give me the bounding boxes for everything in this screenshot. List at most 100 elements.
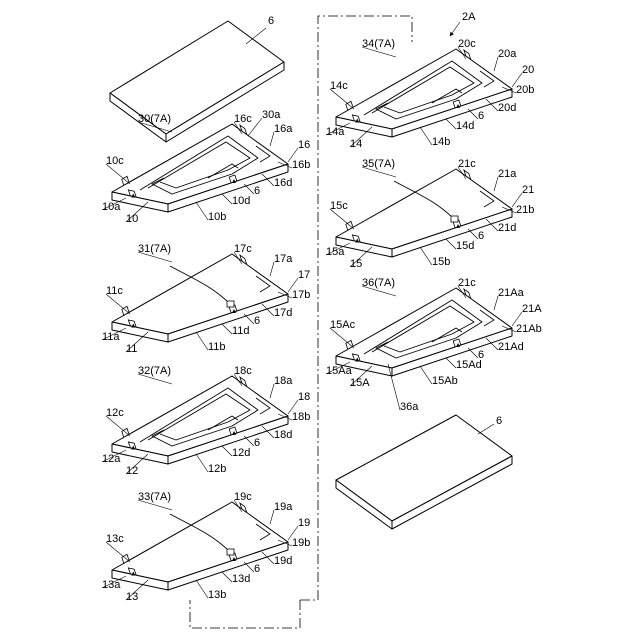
right-label: 19 xyxy=(298,517,310,529)
layer-11: 31(7A)1111c11a11b11d61717c17a17b17d xyxy=(102,243,310,355)
right-label: 21 xyxy=(522,184,534,196)
right-b-label: 21b xyxy=(516,204,534,216)
right-label: 21A xyxy=(522,303,542,315)
corner-b-label: 13b xyxy=(208,589,226,601)
right-c-label: 17c xyxy=(234,243,252,255)
via-pad xyxy=(227,301,234,307)
layer-plate xyxy=(112,124,288,204)
right-d-label: 21Ad xyxy=(498,341,524,353)
corner-b-label-leader xyxy=(420,127,432,145)
corner-c-label-leader xyxy=(106,164,130,184)
top-cover-label: 6 xyxy=(268,15,274,27)
right-c-label: 21c xyxy=(458,277,476,289)
right-a-label: 21Aa xyxy=(498,287,525,299)
layer-13: 33(7A)1313c13a13b13d61919c19a19b19d xyxy=(102,491,310,603)
layer-15A: 36(7A)15A15Ac15Aa15Ab15Ad621A21c21Aa21Ab… xyxy=(326,277,542,413)
right-a-label: 21a xyxy=(498,168,517,180)
right-label: 17 xyxy=(298,269,310,281)
bottom-cover-sheet: 6 xyxy=(336,415,512,529)
right-label: 16 xyxy=(298,139,310,151)
layer-label: 15 xyxy=(350,258,362,270)
corner-d-label-leader xyxy=(446,358,456,368)
layer-plate xyxy=(112,502,288,582)
coil-label: 31(7A) xyxy=(138,243,171,255)
corner-b-label-leader xyxy=(196,454,208,472)
coil-label: 35(7A) xyxy=(362,158,395,170)
right-d-label: 16d xyxy=(274,177,292,189)
corner-d-label-leader xyxy=(222,572,232,582)
right-d-label: 20d xyxy=(498,102,516,114)
right-a-label: 20a xyxy=(498,48,517,60)
right-b-label: 16b xyxy=(292,159,310,171)
layer-plate xyxy=(336,288,512,368)
corner-b-label-leader xyxy=(420,366,432,384)
right-d-label: 21d xyxy=(498,222,516,234)
right-b-label: 17b xyxy=(292,289,310,301)
corner-c-label: 15c xyxy=(330,200,348,212)
coil-label: 30(7A) xyxy=(138,113,171,125)
right-b-label: 18b xyxy=(292,411,310,423)
layer-15: 35(7A) 15 15c 15a 15b 15d 6 21 21c 21a 21b21d xyxy=(326,158,534,270)
layer-label: 10 xyxy=(126,213,138,225)
coil-label: 34(7A) xyxy=(362,38,395,50)
layer-label: 15A xyxy=(350,377,370,389)
layer-10: 30(7A)1010c10a10b10d61616c16a16b16d30a xyxy=(102,109,310,225)
layer-plate xyxy=(336,169,512,249)
right-c-label: 20c xyxy=(458,38,476,50)
corner-a-label: 15a xyxy=(326,246,345,258)
layer-label: 13 xyxy=(126,591,138,603)
six-label: 6 xyxy=(254,315,260,327)
via-pad xyxy=(227,549,234,555)
corner-b-label: 15Ab xyxy=(432,375,458,387)
figure-ref-arrow xyxy=(450,22,460,36)
right-c-label: 21c xyxy=(458,158,476,170)
coil-label: 36(7A) xyxy=(362,277,395,289)
corner-d-label-leader xyxy=(222,324,232,334)
corner-a-label: 13a xyxy=(102,579,121,591)
corner-d-label: 14d xyxy=(456,120,474,132)
layer-12: 32(7A)1212c12a12b12d61818c18a18b18d xyxy=(102,365,310,477)
corner-c-label: 11c xyxy=(106,285,123,297)
corner-b-label: 12b xyxy=(208,463,226,475)
layer-label: 14 xyxy=(350,138,362,150)
right-d-label: 18d xyxy=(274,429,292,441)
right-d-label: 19d xyxy=(274,555,292,567)
coil-label: 32(7A) xyxy=(138,365,171,377)
figure-ref-label: 2A xyxy=(462,11,476,23)
six-label: 6 xyxy=(254,563,260,575)
corner-d-label: 11d xyxy=(232,325,250,337)
right-d-label: 17d xyxy=(274,307,292,319)
corner-b-label: 15b xyxy=(432,256,450,268)
corner-c-label-leader xyxy=(106,294,130,314)
layer-label: 11 xyxy=(126,343,137,355)
corner-b-label: 11b xyxy=(208,341,226,353)
stack-connection-line xyxy=(190,600,300,628)
corner-d-label: 15d xyxy=(456,240,474,252)
corner-c-label: 13c xyxy=(106,533,124,545)
right-label: 20 xyxy=(522,64,534,76)
corner-c-label: 12c xyxy=(106,407,124,419)
corner-c-label-leader xyxy=(330,328,354,348)
right-c-label: 19c xyxy=(234,491,252,503)
corner-d-label-leader xyxy=(446,119,456,129)
right-a-label: 17a xyxy=(274,253,293,265)
corner-d-label-leader xyxy=(222,194,232,204)
terminal-label: 36a xyxy=(400,401,419,413)
corner-d-label: 10d xyxy=(232,195,250,207)
right-a-label: 19a xyxy=(274,501,293,513)
coil-label: 33(7A) xyxy=(138,491,171,503)
bottom-cover-label: 6 xyxy=(496,415,502,427)
corner-c-label: 15Ac xyxy=(330,319,356,331)
corner-d-label: 13d xyxy=(232,573,250,585)
corner-c-label-leader xyxy=(106,542,130,562)
corner-c-label: 14c xyxy=(330,80,348,92)
corner-d-label-leader xyxy=(222,446,232,456)
corner-b-label: 10b xyxy=(208,211,226,223)
via-pad xyxy=(451,216,458,222)
right-a-label: 18a xyxy=(274,375,293,387)
corner-b-label-leader xyxy=(196,202,208,220)
six-label: 6 xyxy=(254,437,260,449)
corner-c-label: 10c xyxy=(106,155,124,167)
six-label: 6 xyxy=(478,230,484,242)
